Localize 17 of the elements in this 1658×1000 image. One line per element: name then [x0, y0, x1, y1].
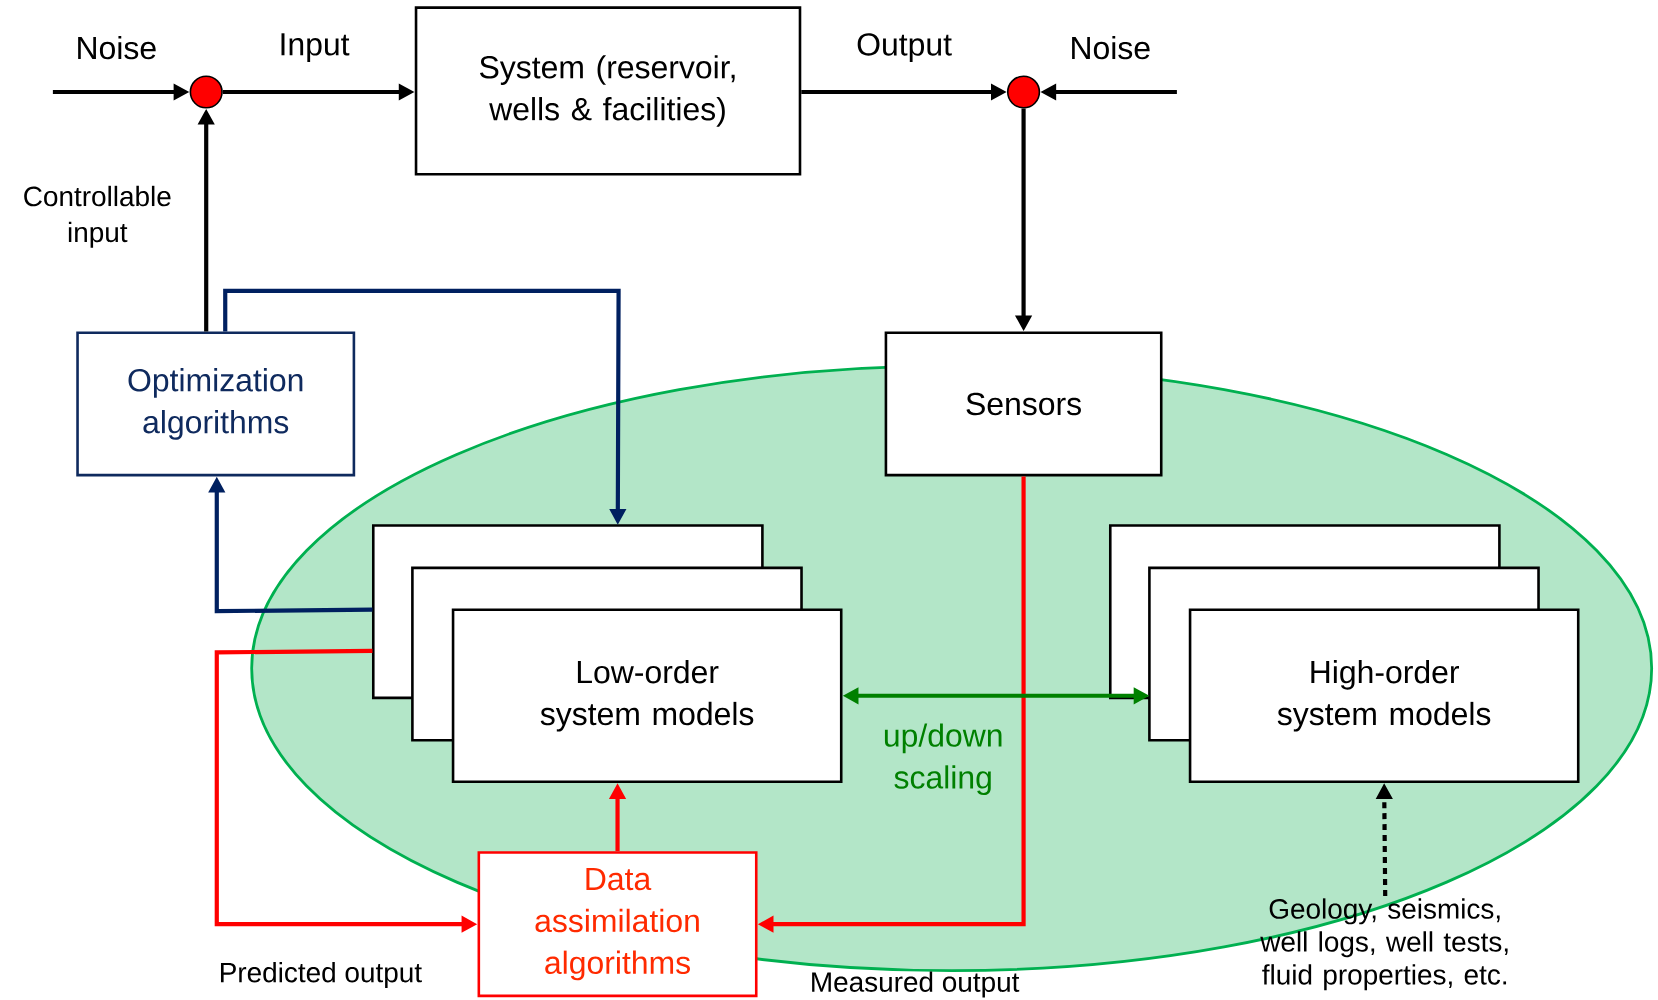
- algorithm-box: Optimization algorithms: [76, 331, 356, 477]
- edge-label: Noise: [1072, 35, 1150, 60]
- edge-label: Predicted output: [221, 961, 422, 988]
- system-box: System (reservoir, wells & facilities): [414, 6, 802, 176]
- edge-label: Input: [281, 33, 350, 62]
- summing-junction: [1006, 75, 1041, 109]
- model-stack-drawing: Low-order system models: [372, 524, 843, 783]
- summing-junction: [189, 75, 223, 109]
- edge-label: Output: [857, 33, 952, 62]
- edge-label: Noise: [78, 35, 156, 60]
- source-text: Geology, seismics, well logs, well tests, fluid properties, etc.: [1260, 898, 1508, 991]
- model-stack-drawing: High-order system models: [1109, 524, 1580, 783]
- edge-label: Measured output: [812, 971, 1020, 998]
- edge-label: Controllable input: [24, 185, 171, 248]
- sensors-box: Sensors: [884, 331, 1163, 477]
- edge-label: up/down scaling: [884, 723, 1002, 795]
- algorithm-box: Data assimilation algorithms: [477, 851, 758, 998]
